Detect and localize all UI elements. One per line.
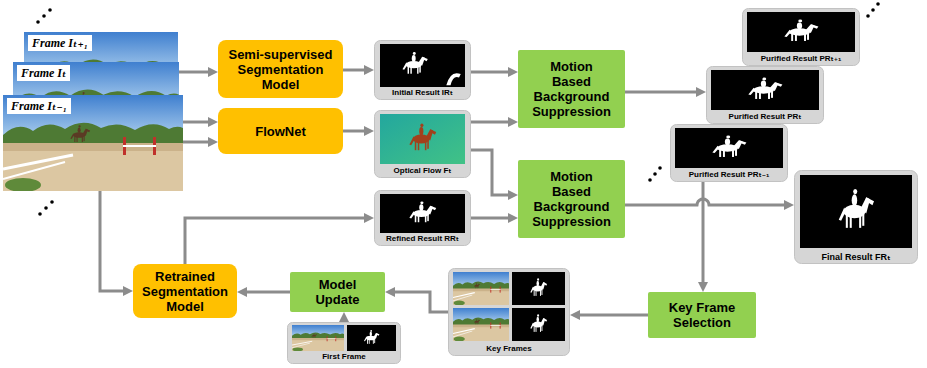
- panel-caption: Key Frames: [486, 344, 531, 354]
- result-panel: Key Frames: [448, 268, 570, 356]
- result-panel: Purified Result PRₜ₋₁: [670, 124, 788, 182]
- flow-arrow: [625, 91, 698, 94]
- model-label: FlowNet: [255, 124, 306, 139]
- result-panel: Purified Result PRₜ₊₁: [742, 8, 860, 66]
- mask-panel-art: [794, 170, 918, 264]
- panel-caption: Initial Result IRₜ: [392, 88, 453, 98]
- model-box: FlowNet: [218, 108, 343, 154]
- key-frames-panel-art: [448, 268, 570, 356]
- flow-arrow: [179, 71, 210, 74]
- process-box: Motion Based Background Suppression: [518, 160, 625, 238]
- process-label: Model Update: [303, 277, 373, 307]
- flow-arrow: [471, 121, 510, 124]
- panel-caption: Purified Result PRₜ₊₁: [761, 54, 841, 64]
- model-label: Retrained Segmentation Model: [137, 269, 233, 314]
- result-panel: Refined Result RRₜ: [374, 190, 471, 246]
- video-frame: Frame Iₜ₋₁: [3, 95, 183, 191]
- flow-arrow: [245, 291, 290, 294]
- flow-arrow: [343, 130, 366, 133]
- panel-caption: Purified Result PRₜ₋₁: [689, 170, 769, 180]
- flow-arrow: [185, 218, 366, 264]
- model-box: Semi-supervised Segmentation Model: [218, 40, 343, 98]
- process-box: Key Frame Selection: [648, 292, 756, 338]
- process-label: Motion Based Background Suppression: [531, 59, 613, 119]
- frame-label: Frame Iₜ: [17, 65, 70, 81]
- process-box: Model Update: [290, 272, 385, 312]
- frame-label: Frame Iₜ₊₁: [28, 35, 92, 51]
- flow-arrow: [100, 191, 125, 291]
- flow-arrow: [343, 320, 346, 322]
- frame-label: Frame Iₜ₋₁: [7, 98, 71, 114]
- process-box: Motion Based Background Suppression: [518, 50, 625, 128]
- panel-caption: First Frame: [322, 352, 366, 362]
- flow-arrow: [471, 217, 510, 220]
- model-box: Retrained Segmentation Model: [133, 264, 237, 318]
- result-panel: Optical Flow Fₜ: [374, 110, 471, 178]
- result-panel: First Frame: [287, 322, 401, 364]
- flow-arrow: [471, 150, 510, 195]
- flow-arrow: [183, 141, 210, 144]
- model-label: Semi-supervised Segmentation Model: [222, 47, 339, 92]
- flow-arrow: [625, 199, 786, 205]
- flow-arrow: [179, 121, 210, 124]
- flow-arrow: [471, 71, 510, 74]
- result-panel: Initial Result IRₜ: [374, 40, 471, 100]
- result-panel: Final Result FRₜ: [794, 170, 918, 264]
- flow-arrow: [343, 69, 366, 72]
- flow-arrow: [393, 292, 448, 312]
- flow-arrow: [702, 182, 705, 284]
- panel-caption: Refined Result RRₜ: [386, 234, 459, 244]
- process-label: Key Frame Selection: [652, 300, 752, 330]
- result-panel: Purified Result PRₜ: [706, 66, 824, 124]
- flow-arrow: [578, 314, 648, 317]
- panel-caption: Optical Flow Fₜ: [394, 166, 452, 176]
- panel-caption: Purified Result PRₜ: [729, 112, 802, 122]
- panel-caption: Final Result FRₜ: [822, 252, 891, 262]
- process-label: Motion Based Background Suppression: [531, 169, 613, 229]
